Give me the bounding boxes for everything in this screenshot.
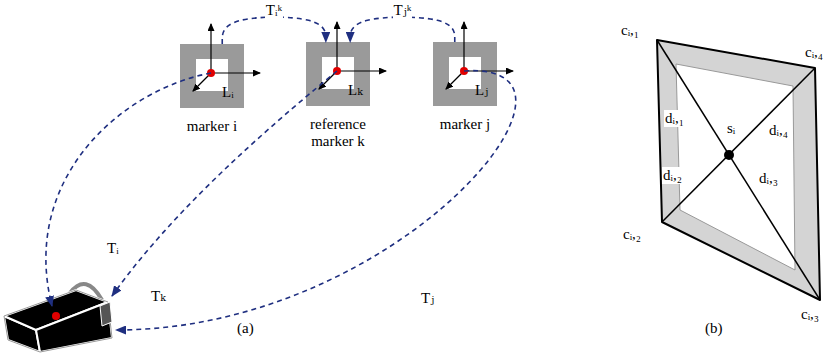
diagram-label: cᵢ,₄ bbox=[804, 44, 824, 61]
transform-curve bbox=[46, 73, 211, 306]
axis-arrow bbox=[336, 22, 337, 71]
axis-arrow bbox=[211, 72, 260, 73]
marker-node: Lᵢmarker i bbox=[180, 44, 244, 108]
transform-curve bbox=[116, 71, 516, 330]
diagram-label: sᵢ bbox=[726, 120, 736, 137]
camera-center bbox=[52, 312, 60, 320]
frame-label: Lⱼ bbox=[475, 82, 488, 99]
camera bbox=[4, 284, 112, 352]
camera-outline bbox=[4, 290, 112, 352]
diagram-label: dᵢ,₃ bbox=[758, 170, 779, 187]
diagram-label: cᵢ,₃ bbox=[800, 306, 820, 323]
diagram-label: Tₖ bbox=[150, 288, 167, 305]
diagonal bbox=[662, 68, 815, 222]
frame-label: Lₖ bbox=[348, 82, 363, 99]
marker-squares bbox=[180, 22, 513, 108]
marker-symbol bbox=[306, 22, 386, 106]
transform-label: Tᵢᵏ bbox=[265, 2, 283, 19]
diagram-label: (a) bbox=[236, 320, 255, 337]
marker-geometry bbox=[657, 40, 820, 300]
marker-center bbox=[724, 150, 734, 160]
diagram-label: Tⱼ bbox=[420, 290, 435, 307]
diagram-label: Tᵢ bbox=[106, 240, 120, 257]
camera-transforms bbox=[46, 71, 516, 330]
marker-node: Lⱼmarker j bbox=[433, 42, 497, 106]
diagram-label: (b) bbox=[704, 320, 724, 337]
axis-arrow bbox=[463, 22, 464, 71]
transform-arrow bbox=[350, 17, 455, 42]
frame-label: Lᵢ bbox=[222, 84, 234, 101]
transform-arrow bbox=[222, 17, 326, 44]
marker-symbol bbox=[180, 24, 260, 108]
marker-node: Lₖreference marker k bbox=[306, 42, 370, 106]
marker-caption: reference marker k bbox=[298, 116, 378, 149]
diagram-label: cᵢ,₁ bbox=[620, 22, 640, 39]
diagonal bbox=[657, 40, 820, 300]
axis-arrow bbox=[210, 24, 211, 73]
marker-caption: marker j bbox=[425, 116, 505, 133]
axis-arrow bbox=[337, 70, 386, 71]
diagram-label: dᵢ,₁ bbox=[664, 110, 685, 127]
diagram-label: dᵢ,₂ bbox=[662, 167, 683, 184]
camera-lens bbox=[100, 302, 112, 326]
marker-border bbox=[306, 42, 370, 106]
marker-inner bbox=[676, 64, 795, 270]
diagram-label: cᵢ,₂ bbox=[622, 226, 642, 243]
diagram-label: dᵢ,₄ bbox=[768, 122, 789, 139]
marker-caption: marker i bbox=[172, 118, 252, 135]
marker-border bbox=[433, 42, 497, 106]
marker-symbol bbox=[433, 22, 513, 106]
marker-outer bbox=[657, 40, 820, 300]
marker-border bbox=[180, 44, 244, 108]
transform-curve bbox=[112, 71, 337, 296]
camera-front bbox=[36, 302, 112, 352]
axis-arrow bbox=[464, 70, 513, 71]
transform-label: Tⱼᵏ bbox=[393, 2, 413, 19]
